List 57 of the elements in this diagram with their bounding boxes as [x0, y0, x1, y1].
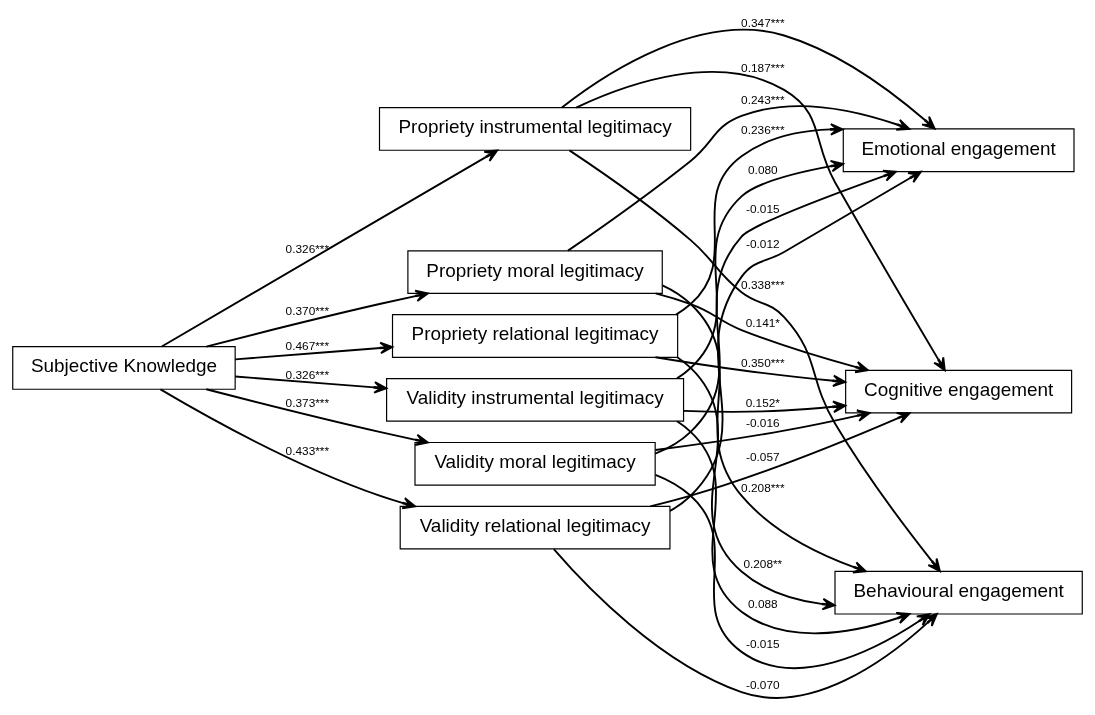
edge-label: 0.350***: [741, 355, 785, 370]
node-box: Behavioural engagement: [834, 570, 1083, 615]
edge-label: 0.208***: [741, 480, 785, 495]
edge-label: 0.338***: [741, 277, 785, 292]
arrow: [676, 356, 836, 610]
arrow: [654, 169, 897, 455]
edge-label: 0.326***: [285, 367, 330, 382]
edge-label: -0.016: [746, 415, 780, 430]
edge-label: 0.080: [748, 162, 778, 177]
edge-label: -0.015: [746, 636, 780, 651]
edge-label: 0.467***: [285, 338, 330, 353]
edge-label: 0.088: [748, 596, 778, 611]
arrow: [234, 375, 388, 394]
arrow: [654, 355, 847, 387]
arrow: [205, 387, 429, 446]
arrow: [575, 70, 946, 371]
arrow: [654, 408, 871, 451]
node-box: Validity relational legitimacy: [399, 505, 671, 550]
edge-label: 0.141*: [745, 315, 780, 330]
node-box: Cognitive engagement: [845, 369, 1073, 413]
arrow: [682, 400, 847, 413]
node-box: Emotional engagement: [842, 127, 1075, 172]
arrow: [234, 341, 394, 360]
edge-label: -0.070: [746, 677, 780, 692]
edge-label: 0.208**: [743, 556, 783, 571]
node-box: Validity moral legitimacy: [414, 441, 656, 486]
edge-label: 0.347***: [741, 15, 785, 30]
node-box: Propriety instrumental legitimacy: [378, 106, 692, 151]
arrow: [560, 28, 936, 129]
arrow: [649, 411, 911, 507]
arrow: [552, 547, 938, 699]
node-box: Subjective Knowledge: [12, 345, 236, 390]
edge-label: -0.015: [746, 201, 780, 216]
arrow: [675, 122, 844, 316]
edge-label: 0.370***: [285, 303, 330, 318]
arrow: [654, 291, 869, 373]
arrow: [661, 283, 867, 573]
edge-label: 0.433***: [285, 443, 330, 458]
edge-label: -0.057: [746, 449, 780, 464]
arrow: [676, 419, 911, 634]
arrow: [159, 388, 416, 509]
edge-label: 0.187***: [741, 60, 785, 75]
arrow: [567, 104, 911, 252]
arrow: [568, 148, 941, 572]
edge-label: 0.373***: [285, 395, 330, 410]
arrow: [160, 148, 499, 347]
edge-label: -0.012: [746, 236, 780, 251]
arrow: [205, 289, 429, 348]
arrow: [676, 159, 845, 379]
edge-label: 0.243***: [741, 92, 785, 107]
node-box: Validity instrumental legitimacy: [386, 377, 685, 422]
edge-label: 0.236***: [741, 122, 785, 137]
edge-label: 0.326***: [285, 241, 330, 256]
node-box: Propriety relational legitimacy: [391, 313, 679, 358]
edge-label: 0.152*: [745, 395, 780, 410]
node-box: Propriety moral legitimacy: [407, 249, 663, 294]
arrow: [669, 170, 922, 512]
